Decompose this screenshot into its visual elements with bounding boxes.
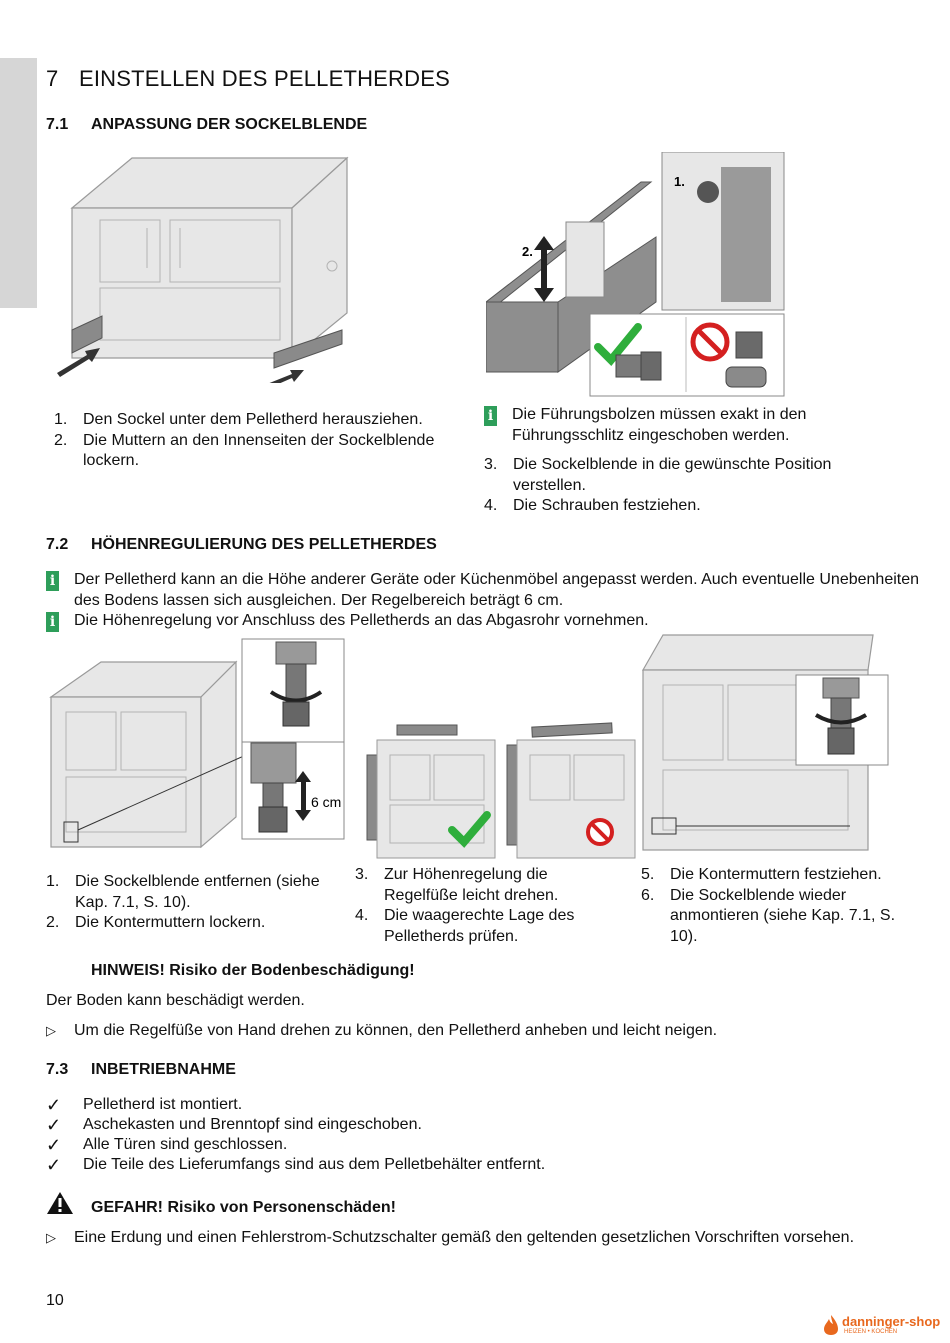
figure-label-range: 6 cm bbox=[311, 794, 341, 810]
step-number: 6. bbox=[641, 886, 655, 904]
chapter-number: 7 bbox=[46, 66, 59, 91]
step-number: 1. bbox=[46, 873, 60, 890]
section-title: HÖHENREGULIERUNG DES PELLETHERDES bbox=[91, 536, 437, 553]
check-text: Die Teile des Lieferumfangs sind aus dem… bbox=[83, 1156, 546, 1173]
check-icon: ✓ bbox=[46, 1155, 62, 1175]
info-icon: i bbox=[46, 571, 59, 591]
step-number: 4. bbox=[355, 907, 369, 924]
section-7-1-heading: 7.1 ANPASSUNG DER SOCKELBLENDE bbox=[46, 116, 367, 134]
step-text: Die Sockelblende in die gewünschte Posit… bbox=[513, 456, 832, 494]
section-7-2-steps-col3: 5. Die Kontermuttern festziehen. 6. Die So… bbox=[641, 865, 916, 947]
list-item: 4. Die Schrauben festziehen. bbox=[484, 496, 874, 517]
level-check-figure bbox=[366, 722, 636, 859]
list-item: 2. Die Kontermuttern lockern. bbox=[46, 913, 346, 934]
list-item: 1. Die Sockelblende entfernen (siehe Kap.… bbox=[46, 872, 346, 913]
chapter-title: EINSTELLEN DES PELLETHERDES bbox=[79, 66, 450, 91]
step-text: Die waagerechte Lage des Pelletherds prü… bbox=[384, 907, 575, 945]
section-number: 7.3 bbox=[46, 1061, 69, 1078]
step-number: 3. bbox=[355, 866, 369, 883]
stove-base-panel-figure bbox=[57, 156, 349, 383]
warning-triangle-icon bbox=[47, 1192, 73, 1214]
check-text: Alle Türen sind geschlossen. bbox=[83, 1136, 288, 1153]
shop-logo: danninger-shop HEIZEN • KOCHEN bbox=[822, 1314, 944, 1338]
check-text: Pelletherd ist montiert. bbox=[83, 1096, 243, 1113]
section-7-1-steps-left: 1. Den Sockel unter dem Pelletherd heraus… bbox=[54, 410, 464, 472]
info-text: Die Höhenregelung vor Anschluss des Pell… bbox=[74, 612, 649, 629]
danger-title: GEFAHR! Risiko von Personenschäden! bbox=[91, 1199, 396, 1216]
step-text: Die Kontermuttern festziehen. bbox=[670, 866, 882, 883]
list-item: 3. Zur Höhenregelung die Regelfüße leicht… bbox=[355, 865, 615, 906]
figure-label-step2: 2. bbox=[522, 244, 533, 259]
arrow-icon: ▷ bbox=[46, 1023, 56, 1038]
figure-label-step1: 1. bbox=[674, 174, 685, 189]
info-icon: i bbox=[484, 406, 497, 426]
step-text: Die Sockelblende wieder anmontieren (sie… bbox=[670, 886, 896, 945]
section-7-2-heading: 7.2 HÖHENREGULIERUNG DES PELLETHERDES bbox=[46, 536, 437, 554]
step-text: Den Sockel unter dem Pelletherd herauszi… bbox=[83, 411, 423, 428]
section-7-1-steps-right: 3. Die Sockelblende in die gewünschte Pos… bbox=[484, 455, 874, 517]
check-text: Aschekasten und Brenntopf sind eingescho… bbox=[83, 1116, 422, 1133]
page-number: 10 bbox=[46, 1292, 64, 1309]
section-7-2-steps-col1: 1. Die Sockelblende entfernen (siehe Kap.… bbox=[46, 872, 346, 934]
section-7-3-heading: 7.3 INBETRIEBNAHME bbox=[46, 1061, 236, 1079]
info-text: Die Führungsbolzen müssen exakt in den F… bbox=[512, 406, 807, 444]
step-number: 1. bbox=[54, 411, 68, 428]
section-number: 7.2 bbox=[46, 536, 69, 553]
leveling-foot-figure-left: 6 cm bbox=[49, 638, 345, 849]
list-item: 2. Die Muttern an den Innenseiten der Soc… bbox=[54, 431, 464, 472]
check-icon: ✓ bbox=[46, 1135, 62, 1155]
check-icon: ✓ bbox=[46, 1095, 62, 1115]
chapter-tab-marker bbox=[0, 58, 37, 308]
section-7-2-steps-col2: 3. Zur Höhenregelung die Regelfüße leicht… bbox=[355, 865, 615, 947]
list-item: 4. Die waagerechte Lage des Pelletherds p… bbox=[355, 906, 615, 947]
guide-bolt-detail-figure: 2. 1. bbox=[486, 152, 785, 397]
info-text: Der Pelletherd kann an die Höhe anderer … bbox=[74, 571, 920, 609]
flame-icon bbox=[824, 1315, 838, 1335]
step-number: 2. bbox=[46, 914, 60, 931]
list-item: 1. Den Sockel unter dem Pelletherd heraus… bbox=[54, 410, 464, 431]
action-text: Um die Regelfüße von Hand drehen zu könn… bbox=[74, 1022, 718, 1039]
step-number: 2. bbox=[54, 431, 68, 449]
arrow-icon: ▷ bbox=[46, 1230, 56, 1245]
step-text: Die Muttern an den Innenseiten der Socke… bbox=[83, 431, 435, 470]
list-item: 5. Die Kontermuttern festziehen. bbox=[641, 865, 916, 886]
notice-title: HINWEIS! Risiko der Bodenbeschädigung! bbox=[91, 962, 415, 979]
step-number: 4. bbox=[484, 497, 498, 514]
check-icon: ✓ bbox=[46, 1115, 62, 1135]
step-number: 5. bbox=[641, 866, 655, 883]
step-text: Die Sockelblende entfernen (siehe Kap. 7… bbox=[75, 873, 320, 911]
section-title: ANPASSUNG DER SOCKELBLENDE bbox=[91, 116, 368, 133]
step-text: Zur Höhenregelung die Regelfüße leicht d… bbox=[384, 866, 559, 904]
chapter-heading: 7 EINSTELLEN DES PELLETHERDES bbox=[46, 66, 450, 92]
logo-brand: danninger-shop bbox=[842, 1314, 941, 1329]
section-title: INBETRIEBNAHME bbox=[91, 1061, 236, 1078]
step-text: Die Kontermuttern lockern. bbox=[75, 914, 266, 931]
list-item: 3. Die Sockelblende in die gewünschte Pos… bbox=[484, 455, 874, 496]
action-text: Eine Erdung und einen Fehlerstrom-Schutz… bbox=[74, 1229, 855, 1246]
leveling-foot-figure-right bbox=[641, 634, 889, 851]
logo-tagline: HEIZEN • KOCHEN bbox=[844, 1329, 898, 1335]
step-text: Die Schrauben festziehen. bbox=[513, 497, 701, 514]
notice-text: Der Boden kann beschädigt werden. bbox=[46, 992, 305, 1009]
section-number: 7.1 bbox=[46, 116, 69, 133]
step-number: 3. bbox=[484, 456, 498, 473]
list-item: 6. Die Sockelblende wieder anmontieren (s… bbox=[641, 886, 916, 948]
info-icon: i bbox=[46, 612, 59, 632]
